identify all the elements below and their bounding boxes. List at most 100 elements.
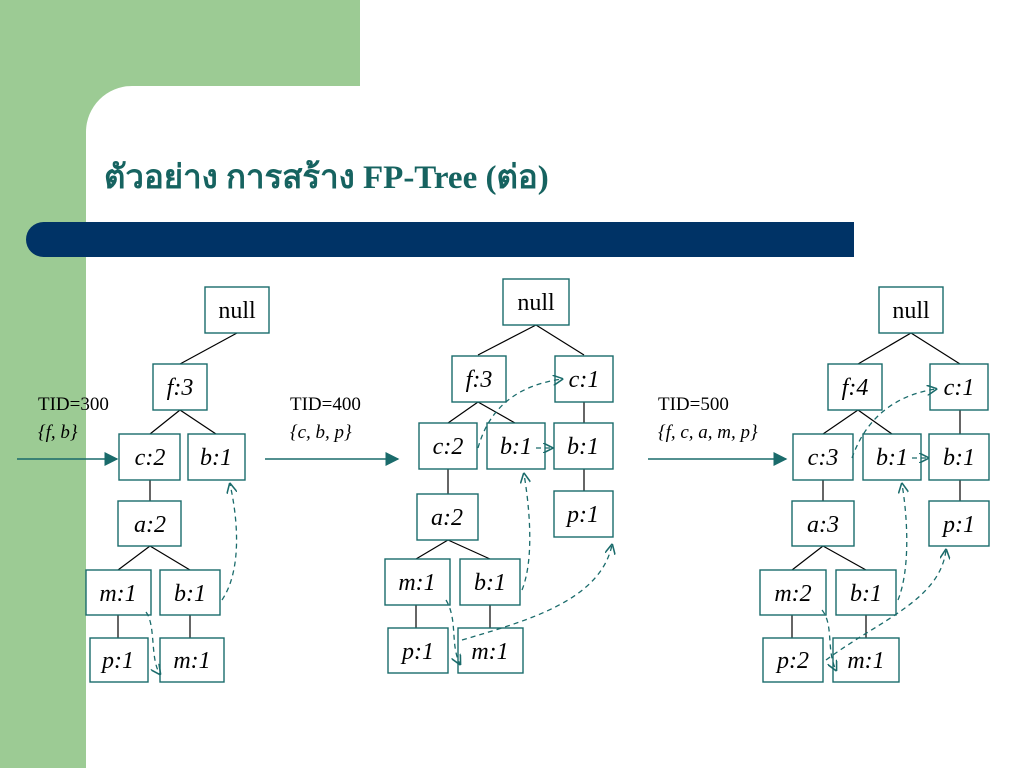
tree-node-m-under-b: m:1 [159,637,225,683]
tid-items: {f, c, a, m, p} [658,422,758,443]
fp-tree-2: null f:3 c:1 c:2 b:1 b:1 p:1 a:2 [384,278,614,674]
tree-node-b: b:1 [862,433,922,481]
svg-text:b:1: b:1 [200,445,232,471]
tree-node-p: p:2 [762,637,824,683]
tree-node-null: null [204,286,270,334]
svg-text:m:1: m:1 [847,648,884,674]
svg-text:f:3: f:3 [466,367,493,393]
svg-text:null: null [218,298,256,324]
tree-node-p: p:1 [387,627,449,674]
tid-label: TID=400 [290,394,361,415]
tree-node-b-under-a: b:1 [159,569,221,616]
tree-node-a: a:2 [117,500,182,547]
svg-text:f:3: f:3 [167,375,194,401]
tree-node-b-under-c: b:1 [928,433,990,481]
svg-text:c:1: c:1 [944,375,975,401]
edge [910,332,961,365]
tree-node-b: b:1 [486,422,546,470]
tree-node-c: c:3 [792,433,854,481]
svg-text:b:1: b:1 [174,581,206,607]
svg-text:m:2: m:2 [774,581,811,607]
tree-node-f: f:4 [827,363,883,411]
tree-node-a: a:2 [416,493,479,541]
tree-node-c: c:2 [418,422,478,470]
edge [477,401,516,424]
svg-text:c:3: c:3 [808,445,839,471]
tree-node-b-under-a: b:1 [459,558,521,606]
svg-text:null: null [892,298,930,324]
svg-text:a:3: a:3 [807,512,839,538]
tree-node-c-root: c:1 [929,363,989,411]
fp-tree-1: null f:3 c:2 b:1 a:2 m:1 b:1 p:1 [85,286,270,683]
svg-text:b:1: b:1 [474,570,506,596]
tid-label: TID=300 [38,394,109,415]
node-link-b [897,484,907,601]
tid-items: {f, b} [38,422,78,443]
slide-title-text: ตัวอย่าง การสร้าง FP-Tree (ต่อ) [104,160,549,196]
svg-text:f:4: f:4 [842,375,869,401]
svg-text:p:1: p:1 [100,648,134,674]
node-link-p [825,550,946,661]
transaction-400: TID=400 {c, b, p} [290,394,361,443]
node-link-p [461,545,612,641]
svg-text:a:2: a:2 [134,512,166,538]
edge [477,324,537,356]
edge [791,545,824,571]
tree-node-m-under-b: m:1 [832,637,900,683]
transaction-300: TID=300 {f, b} [38,394,109,443]
tree-node-m: m:1 [85,569,152,616]
svg-text:b:1: b:1 [850,581,882,607]
transaction-500: TID=500 {f, c, a, m, p} [658,394,758,443]
svg-text:m:1: m:1 [99,581,136,607]
edge [535,324,585,356]
svg-text:m:1: m:1 [398,570,435,596]
tree-node-c: c:2 [118,433,181,481]
svg-text:m:1: m:1 [471,639,508,665]
node-link-m [145,611,160,674]
tree-node-null: null [502,278,570,326]
title-underline-band [26,222,854,257]
edge [822,545,867,571]
tree-node-a: a:3 [791,500,855,547]
node-link-c [851,389,936,459]
svg-text:c:2: c:2 [135,445,166,471]
tree-node-b: b:1 [187,433,246,481]
fp-tree-3: null f:4 c:1 c:3 b:1 b:1 p:1 a:3 [759,286,990,683]
svg-text:c:2: c:2 [433,434,464,460]
edge [857,409,893,435]
tree-node-f: f:3 [152,363,208,411]
svg-text:b:1: b:1 [500,434,532,460]
edge [117,545,151,571]
tree-node-f: f:3 [451,355,507,403]
edge [179,332,238,365]
svg-text:b:1: b:1 [567,434,599,460]
edge [447,539,491,560]
svg-text:a:2: a:2 [431,505,463,531]
svg-text:b:1: b:1 [876,445,908,471]
svg-text:c:1: c:1 [569,367,600,393]
edge [415,539,449,560]
edge [179,409,217,435]
svg-text:p:1: p:1 [941,512,975,538]
tree-node-p-under-b: p:1 [553,490,614,538]
svg-text:b:1: b:1 [943,445,975,471]
node-link-m [821,609,836,670]
svg-text:p:1: p:1 [400,639,434,665]
node-link-c [477,379,562,449]
tree-node-c-root: c:1 [554,355,614,403]
edge [149,409,181,435]
tid-label: TID=500 [658,394,729,415]
tree-node-null: null [878,286,944,334]
tree-node-p-under-b: p:1 [928,500,990,547]
edge [447,401,479,424]
slide-title: ตัวอย่าง การสร้าง FP-Tree (ต่อ) [104,150,549,203]
svg-text:null: null [517,290,555,316]
edge [149,545,191,571]
svg-text:m:1: m:1 [173,648,210,674]
edge [822,409,859,435]
tree-node-m-under-b: m:1 [457,627,524,674]
tree-node-b-under-c: b:1 [553,422,614,470]
svg-text:p:2: p:2 [775,648,809,674]
svg-text:p:1: p:1 [565,502,599,528]
